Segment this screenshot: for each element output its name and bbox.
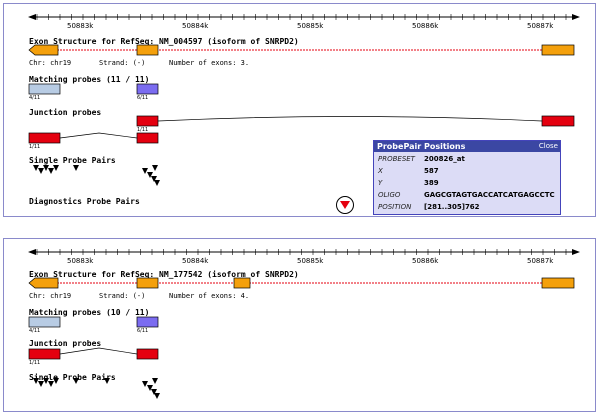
matching-probe-block[interactable] bbox=[136, 316, 159, 328]
ruler: 50883k 50884k 50885k 50886k 50887k bbox=[28, 14, 580, 30]
junction-probes-title: Junction probes bbox=[29, 107, 101, 117]
popup-row: PROBESET 200826_at bbox=[376, 153, 557, 165]
popup-key: OLIGO bbox=[378, 191, 401, 199]
triangle-down-icon bbox=[340, 201, 350, 209]
ruler-tick-label: 50883k bbox=[67, 257, 94, 265]
exon[interactable] bbox=[136, 277, 159, 289]
scroll-down-button[interactable] bbox=[336, 196, 354, 214]
popup-value: GAGCGTAGTGACCATCATGAGCCTC bbox=[424, 191, 555, 199]
matching-probe-block[interactable] bbox=[136, 83, 159, 95]
popup-key: Y bbox=[378, 179, 383, 187]
popup-key: PROBESET bbox=[378, 155, 415, 163]
ruler-tick-label: 50884k bbox=[182, 257, 209, 265]
exon[interactable] bbox=[233, 277, 251, 289]
popup-title: ProbePair Positions bbox=[377, 142, 466, 151]
transcript-panel-1: 50883k 50884k 50885k 50886k 50887k Exon … bbox=[3, 3, 596, 217]
junction-probes-title: Junction probes bbox=[29, 338, 101, 348]
probe-count: 4/11 bbox=[29, 328, 40, 334]
probepair-positions-popup: ProbePair Positions Close PROBESET 200826… bbox=[373, 140, 561, 215]
popup-row: OLIGO GAGCGTAGTGACCATCATGAGCCTC bbox=[376, 189, 557, 201]
junction-connector bbox=[59, 347, 138, 355]
chromosome-label: Chr: chr19 bbox=[29, 59, 71, 67]
ruler-tick-label: 50885k bbox=[297, 257, 324, 265]
strand-label: Strand: (-) bbox=[99, 59, 145, 67]
ruler-tick-label: 50883k bbox=[67, 22, 94, 30]
junction-connector bbox=[157, 116, 543, 122]
matching-probe-block[interactable] bbox=[28, 83, 61, 95]
exon-count-label: Number of exons: 3. bbox=[169, 59, 249, 67]
popup-key: POSITION bbox=[378, 203, 412, 211]
junction-connector bbox=[59, 132, 138, 139]
matching-probe-block[interactable] bbox=[28, 316, 61, 328]
probe-count: 1/11 bbox=[137, 127, 148, 133]
junction-probe-block[interactable] bbox=[28, 348, 61, 360]
junction-probe-block[interactable] bbox=[28, 132, 61, 144]
popup-row: POSITION [281..305]762 bbox=[376, 201, 557, 213]
chromosome-label: Chr: chr19 bbox=[29, 292, 71, 300]
probe-count: 1/11 bbox=[29, 144, 40, 150]
ruler-tick-label: 50886k bbox=[412, 257, 439, 265]
strand-label: Strand: (-) bbox=[99, 292, 145, 300]
popup-close-button[interactable]: Close bbox=[538, 142, 558, 150]
exon-structure-title: Exon Structure for RefSeq: NM_177542 (is… bbox=[29, 269, 299, 279]
probe-count: 6/11 bbox=[137, 328, 148, 334]
exon-count-label: Number of exons: 4. bbox=[169, 292, 249, 300]
popup-value: 389 bbox=[424, 179, 439, 187]
matching-probes-title: Matching probes (10 / 11) bbox=[29, 307, 149, 317]
exon[interactable] bbox=[136, 44, 159, 56]
diagnostics-probe-pairs-title: Diagnostics Probe Pairs bbox=[29, 196, 140, 206]
ruler-tick-label: 50887k bbox=[527, 22, 554, 30]
probe-count: 1/11 bbox=[29, 360, 40, 366]
single-probe-pairs-title: Single Probe Pairs bbox=[29, 155, 116, 165]
junction-probe-block[interactable] bbox=[136, 348, 159, 360]
popup-value: 587 bbox=[424, 167, 439, 175]
popup-table: PROBESET 200826_at X 587 Y 389 OLIGO GAGCGTA… bbox=[376, 153, 557, 213]
single-probe-markers[interactable] bbox=[33, 165, 160, 186]
ruler-tick-label: 50887k bbox=[527, 257, 554, 265]
track-canvas-1: 50883k 50884k 50885k 50886k 50887k Exon … bbox=[28, 14, 580, 206]
popup-value: 200826_at bbox=[424, 155, 465, 163]
probe-count: 6/11 bbox=[137, 95, 148, 101]
exon[interactable] bbox=[28, 277, 59, 289]
ruler: 50883k 50884k 50885k 50886k 50887k bbox=[28, 249, 580, 265]
ruler-tick-label: 50886k bbox=[412, 22, 439, 30]
single-probe-pairs-title: Single Probe Pairs bbox=[29, 372, 116, 382]
matching-probes-title: Matching probes (11 / 11) bbox=[29, 74, 149, 84]
popup-header: ProbePair Positions Close bbox=[374, 141, 560, 152]
probe-count: 4/11 bbox=[29, 95, 40, 101]
ruler-tick-label: 50885k bbox=[297, 22, 324, 30]
ruler-tick-label: 50884k bbox=[182, 22, 209, 30]
popup-row: Y 389 bbox=[376, 177, 557, 189]
exon[interactable] bbox=[541, 277, 575, 289]
popup-value: [281..305]762 bbox=[424, 203, 480, 211]
single-probe-markers[interactable] bbox=[33, 378, 160, 399]
popup-row: X 587 bbox=[376, 165, 557, 177]
exon[interactable] bbox=[28, 44, 59, 56]
transcript-panel-2: 50883k 50884k 50885k 50886k 50887k Exon … bbox=[3, 238, 596, 412]
exon[interactable] bbox=[541, 44, 575, 56]
junction-probe-block[interactable] bbox=[136, 115, 159, 127]
exon-structure-title: Exon Structure for RefSeq: NM_004597 (is… bbox=[29, 36, 299, 46]
junction-probe-block[interactable] bbox=[136, 132, 159, 144]
junction-probe-block[interactable] bbox=[541, 115, 575, 127]
track-canvas-2: 50883k 50884k 50885k 50886k 50887k Exon … bbox=[28, 249, 580, 399]
popup-key: X bbox=[378, 167, 383, 175]
